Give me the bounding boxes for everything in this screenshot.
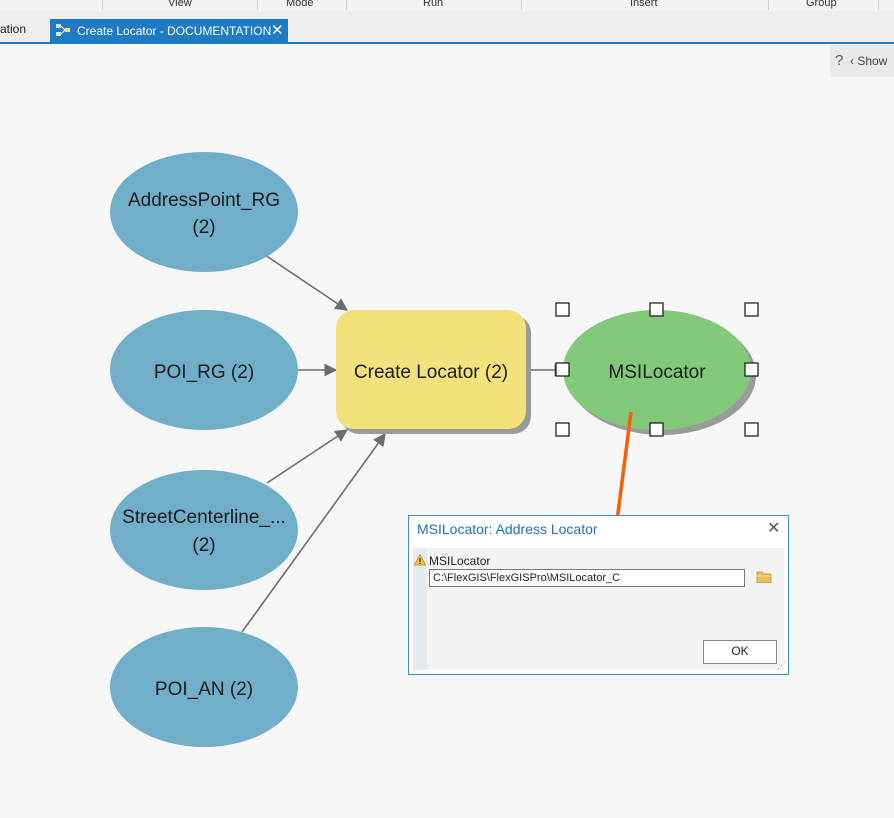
warning-icon	[414, 554, 426, 566]
dialog-close-icon[interactable]: ✕	[767, 520, 781, 537]
ribbon-group-view: View	[168, 0, 192, 9]
connector-addresspoint-tool	[264, 254, 349, 311]
document-tab-bar: ation Create Locator - DOCUMENTATION ✕	[0, 11, 894, 44]
svg-text:StreetCenterline_...: StreetCenterline_...	[122, 507, 286, 528]
input-node-poi-an[interactable]: POI_AN (2)	[110, 627, 298, 747]
selection-handles[interactable]	[555, 302, 759, 437]
ribbon-group-group: Group	[806, 0, 837, 9]
resize-grip-icon[interactable]: ⋰	[777, 660, 786, 670]
tab-create-locator[interactable]: Create Locator - DOCUMENTATION ✕	[50, 19, 288, 42]
svg-text:MSILocator: MSILocator	[608, 362, 706, 383]
input-node-addresspoint[interactable]: AddressPoint_RG (2)	[110, 152, 298, 272]
connector-poian-tool	[241, 432, 386, 633]
tab-label: Create Locator - DOCUMENTATION	[77, 24, 272, 38]
output-path-input[interactable]	[429, 569, 745, 587]
svg-text:AddressPoint_RG: AddressPoint_RG	[128, 190, 280, 211]
folder-icon[interactable]	[756, 570, 772, 584]
ok-button[interactable]: OK	[703, 640, 777, 664]
ribbon-group-run: Run	[423, 0, 444, 9]
connector-street-tool	[266, 429, 349, 484]
dialog-body: MSILocator OK ⋰	[413, 548, 786, 670]
tab-previous[interactable]: ation	[0, 22, 27, 36]
close-tab-icon[interactable]: ✕	[271, 22, 284, 39]
ribbon-group-mode: Mode	[286, 0, 314, 9]
ribbon-group-insert: Insert	[630, 0, 658, 9]
svg-text:Create Locator (2): Create Locator (2)	[354, 362, 508, 383]
show-panel-button[interactable]: ‹ Show	[850, 54, 888, 68]
tool-node-create-locator[interactable]: Create Locator (2)	[336, 310, 531, 434]
svg-text:(2): (2)	[192, 535, 215, 556]
address-locator-dialog: MSILocator: Address Locator ✕ MSILocator…	[408, 515, 789, 675]
svg-text:POI_RG (2): POI_RG (2)	[154, 362, 254, 383]
parameter-label: MSILocator	[429, 554, 491, 568]
svg-text:(2): (2)	[192, 217, 215, 238]
model-builder-icon	[56, 24, 70, 36]
input-node-streetcenterline[interactable]: StreetCenterline_... (2)	[110, 470, 298, 590]
output-node-msilocator[interactable]: MSILocator	[563, 310, 756, 435]
dialog-left-strip	[413, 548, 427, 670]
help-show-bar: ? ‹ Show	[830, 45, 894, 77]
help-icon[interactable]: ?	[835, 52, 844, 69]
input-node-poi-rg[interactable]: POI_RG (2)	[110, 310, 298, 430]
svg-text:POI_AN (2): POI_AN (2)	[155, 679, 253, 700]
dialog-title: MSILocator: Address Locator	[417, 521, 598, 537]
